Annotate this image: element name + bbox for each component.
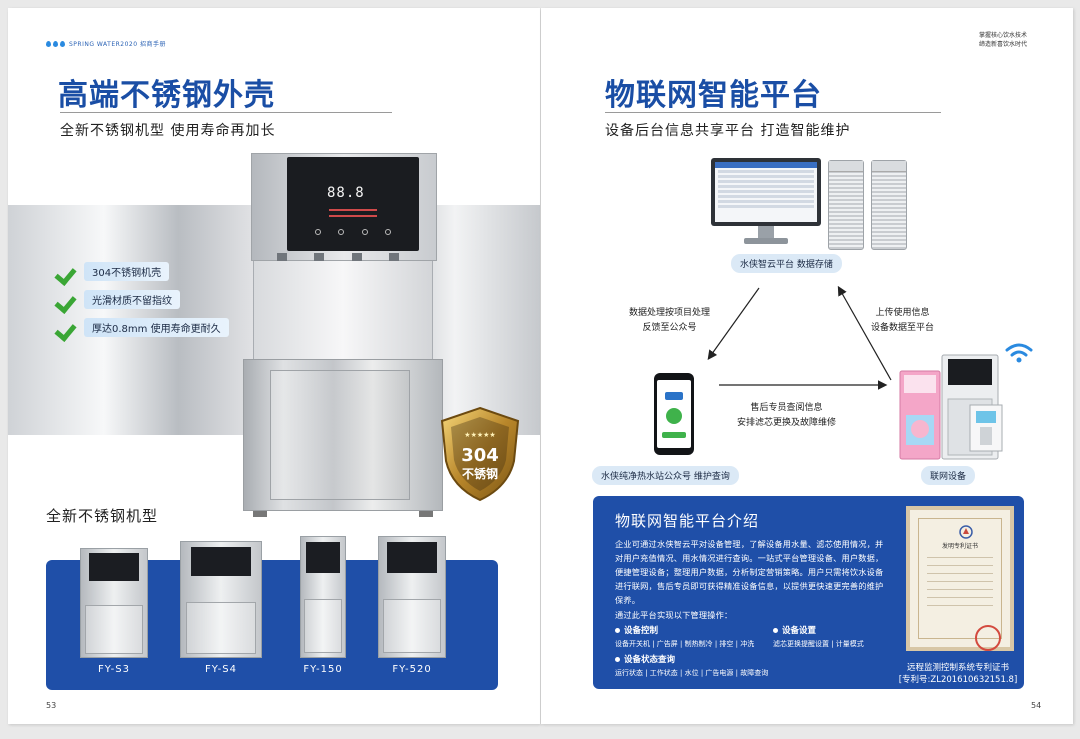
server-icon — [871, 160, 907, 250]
bullet-icon — [615, 656, 620, 662]
check-icon — [56, 263, 78, 281]
model-image-fy-s4 — [180, 541, 262, 658]
cloud-platform-label: 水侠智云平台 数据存储 — [731, 254, 842, 273]
bullet-icon — [773, 627, 778, 633]
page-number: 53 — [46, 701, 57, 710]
model-label: FY-S3 — [98, 664, 130, 675]
shield-icon: ★★★★★ 304 不锈钢 — [440, 406, 520, 502]
bullet-device-settings-items: 滤芯更换提醒设置 | 计量模式 — [773, 640, 864, 648]
slogan-line: 缔造新喜饮水时代 — [978, 41, 1027, 48]
model-label: FY-S4 — [205, 664, 237, 675]
bullet-status-query-items: 运行状态 | 工作状态 | 水位 | 广告电源 | 故障查询 — [615, 669, 769, 677]
arrow-note-left: 数据处理按项目处理 反馈至公众号 — [629, 308, 711, 333]
dispenser-display: 88.8 — [287, 157, 419, 251]
dispenser-taps — [263, 253, 413, 267]
title-divider — [60, 112, 392, 113]
model-image-fy-s3 — [80, 548, 148, 658]
page-number: 54 — [1031, 701, 1042, 710]
dispenser-cabinet — [243, 359, 443, 511]
certificate-caption: 远程监测控制系统专利证书 [专利号:ZL201610632151.8] — [898, 663, 1018, 685]
feature-item: 光滑材质不留指纹 — [56, 290, 180, 309]
feature-label: 304不锈钢机壳 — [84, 262, 170, 281]
title-divider — [605, 112, 941, 113]
arrow-note-bottom: 售后专员查阅信息 安排滤芯更换及故障维修 — [737, 403, 837, 428]
platform-intro-panel: 物联网智能平台介绍 企业可通过水侠智云平对设备管理，了解设备用水量、滤芯使用情况… — [593, 496, 1024, 689]
brand-line: SPRING WATER2020 招商手册 — [46, 39, 166, 48]
intro-title: 物联网智能平台介绍 — [615, 512, 760, 530]
model-label: FY-150 — [303, 664, 343, 675]
server-icon — [828, 160, 864, 250]
feature-label: 光滑材质不留指纹 — [84, 290, 180, 309]
page-title: 物联网智能平台 — [605, 78, 822, 113]
bullet-status-query: 设备状态查询 — [615, 653, 675, 665]
patent-certificate-image: 发明专利证书 — [906, 506, 1014, 651]
water-drop-icon — [46, 40, 65, 47]
wechat-account-label: 水侠纯净热水站公众号 维护查询 — [592, 466, 739, 485]
emblem-icon — [959, 525, 973, 539]
feature-item: 304不锈钢机壳 — [56, 262, 170, 281]
monitor-icon — [711, 158, 821, 248]
shield-number: 304 — [461, 445, 499, 466]
feature-label: 厚达0.8mm 使用寿命更耐久 — [84, 318, 229, 337]
certificate-title: 发明专利证书 — [941, 543, 978, 550]
page-gutter — [539, 8, 541, 724]
phone-icon — [654, 373, 694, 455]
right-page: 掌握核心饮水技术 缔造新喜饮水时代 物联网智能平台 设备后台信息共享平台 打造智… — [541, 8, 1073, 724]
seal-icon — [975, 625, 1001, 651]
bullet-icon — [615, 627, 620, 633]
brand-text: SPRING WATER2020 招商手册 — [69, 41, 166, 48]
page-subtitle: 全新不锈钢机型 使用寿命再加长 — [60, 123, 276, 139]
shield-label: 不锈钢 — [462, 466, 498, 481]
water-dispenser-image: 88.8 — [243, 153, 443, 520]
dispenser-readout: 88.8 — [327, 185, 365, 201]
bullet-device-control-items: 设备开关机 | 广告屏 | 制热制冷 | 排空 | 冲洗 — [615, 640, 755, 648]
check-icon — [56, 319, 78, 337]
page-title: 高端不锈钢外壳 — [58, 78, 275, 113]
wifi-icon — [1005, 343, 1033, 363]
page-subtitle: 设备后台信息共享平台 打造智能维护 — [605, 123, 851, 139]
feature-item: 厚达0.8mm 使用寿命更耐久 — [56, 318, 229, 337]
svg-text:★★★★★: ★★★★★ — [464, 431, 495, 439]
networked-devices-image — [899, 354, 1003, 460]
networked-devices-label: 联网设备 — [921, 466, 976, 485]
model-image-fy-150 — [300, 536, 346, 658]
intro-body: 企业可通过水侠智云平对设备管理，了解设备用水量、滤芯使用情况，并对用户充值情况、… — [615, 539, 884, 605]
model-image-fy-520 — [378, 536, 446, 658]
intro-lead: 通过此平台实现以下管理操作： — [615, 610, 733, 620]
lineup-heading: 全新不锈钢机型 — [46, 507, 159, 525]
bullet-device-control: 设备控制 — [615, 624, 658, 636]
left-page: SPRING WATER2020 招商手册 高端不锈钢外壳 全新不锈钢机型 使用… — [8, 8, 540, 724]
dispenser-feet — [253, 511, 433, 519]
dispenser-head: 88.8 — [251, 153, 437, 261]
dispenser-door — [270, 370, 410, 500]
slogan: 掌握核心饮水技术 缔造新喜饮水时代 — [979, 31, 1027, 49]
slogan-line: 掌握核心饮水技术 — [978, 32, 1027, 39]
dispenser-recess — [253, 261, 433, 361]
arrow-note-right: 上传使用信息 设备数据至平台 — [871, 308, 935, 333]
bullet-device-settings: 设备设置 — [773, 624, 816, 636]
check-icon — [56, 291, 78, 309]
model-label: FY-520 — [392, 664, 432, 675]
